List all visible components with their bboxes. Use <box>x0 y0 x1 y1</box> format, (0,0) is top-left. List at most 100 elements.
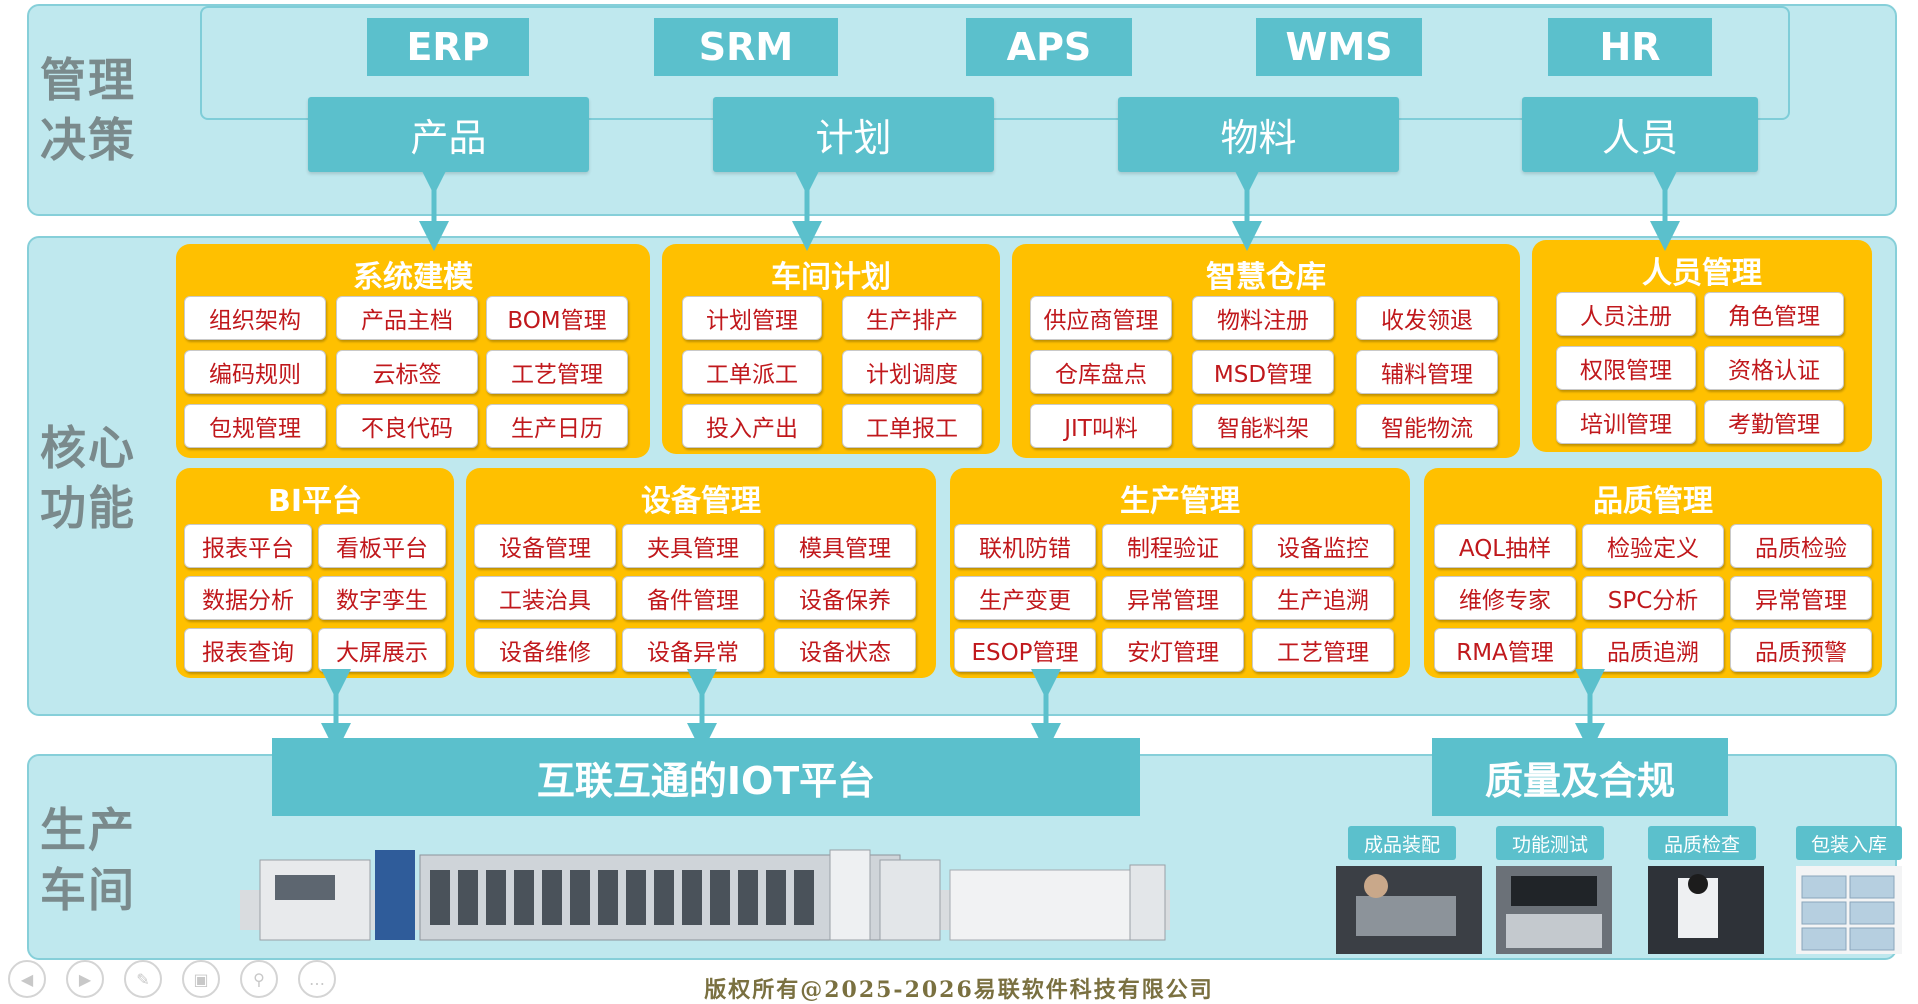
function-item: 包规管理 <box>184 404 326 448</box>
function-item: 资格认证 <box>1704 346 1844 390</box>
function-item: 生产追溯 <box>1252 576 1394 620</box>
station-label-assembly: 成品装配 <box>1348 826 1456 860</box>
function-item: 供应商管理 <box>1030 296 1172 340</box>
module-title: 设备管理 <box>641 484 761 519</box>
inspection-photo <box>1648 866 1764 954</box>
function-item: RMA管理 <box>1434 628 1576 672</box>
function-item: 工艺管理 <box>1252 628 1394 672</box>
slides-icon[interactable]: ▣ <box>182 960 220 998</box>
function-item: 智能料架 <box>1192 404 1334 448</box>
side-label-management: 管理 决策 <box>40 53 136 167</box>
side-label-core: 核心 功能 <box>40 421 136 535</box>
function-item: 物料注册 <box>1192 296 1334 340</box>
function-item: AQL抽样 <box>1434 524 1576 568</box>
function-item: 设备管理 <box>474 524 616 568</box>
prev-icon[interactable]: ◀ <box>8 960 46 998</box>
function-item: 报表查询 <box>184 628 312 672</box>
function-item: 权限管理 <box>1556 346 1696 390</box>
function-item: 仓库盘点 <box>1030 350 1172 394</box>
module-title: 生产管理 <box>1120 484 1240 519</box>
function-item: 生产变更 <box>954 576 1096 620</box>
function-item: 工单派工 <box>682 350 822 394</box>
function-item: 产品主档 <box>336 296 478 340</box>
station-label-inspection: 品质检查 <box>1648 826 1756 860</box>
function-item: 设备维修 <box>474 628 616 672</box>
function-item: 生产日历 <box>486 404 628 448</box>
function-item: 异常管理 <box>1102 576 1244 620</box>
function-item: 品质检验 <box>1730 524 1872 568</box>
function-item: 数据分析 <box>184 576 312 620</box>
function-item: 生产排产 <box>842 296 982 340</box>
function-item: BOM管理 <box>486 296 628 340</box>
zoom-icon[interactable]: ⚲ <box>240 960 278 998</box>
function-item: 云标签 <box>336 350 478 394</box>
function-item: JIT叫料 <box>1030 404 1172 448</box>
module-title: BI平台 <box>267 484 363 519</box>
function-item: 安灯管理 <box>1102 628 1244 672</box>
function-item: 模具管理 <box>774 524 916 568</box>
systems-frame <box>200 6 1790 120</box>
copyright-footer: 版权所有@2025-2026易联软件科技有限公司 <box>704 977 1214 1003</box>
function-item: 异常管理 <box>1730 576 1872 620</box>
function-item: MSD管理 <box>1192 350 1334 394</box>
function-item: 制程验证 <box>1102 524 1244 568</box>
category-plan: 计划 <box>713 97 994 172</box>
pen-icon[interactable]: ✎ <box>124 960 162 998</box>
function-item: 设备监控 <box>1252 524 1394 568</box>
side-label-workshop: 生产 车间 <box>40 803 136 917</box>
function-item: 大屏展示 <box>318 628 446 672</box>
function-item: 投入产出 <box>682 404 822 448</box>
function-item: 辅料管理 <box>1356 350 1498 394</box>
more-icon[interactable]: … <box>298 960 336 998</box>
function-item: 品质预警 <box>1730 628 1872 672</box>
category-material: 物料 <box>1118 97 1399 172</box>
system-erp: ERP <box>367 18 529 76</box>
function-item: 考勤管理 <box>1704 400 1844 444</box>
function-item: 报表平台 <box>184 524 312 568</box>
function-item: 设备异常 <box>622 628 764 672</box>
function-item: ESOP管理 <box>954 628 1096 672</box>
category-product: 产品 <box>308 97 589 172</box>
function-item: 计划调度 <box>842 350 982 394</box>
module-title: 品质管理 <box>1593 484 1713 519</box>
assembly-photo <box>1336 866 1482 954</box>
function-item: 维修专家 <box>1434 576 1576 620</box>
module-personnel-management: 人员管理人员注册角色管理权限管理资格认证培训管理考勤管理 <box>1532 240 1872 452</box>
function-item: 联机防错 <box>954 524 1096 568</box>
module-title: 人员管理 <box>1642 256 1762 291</box>
system-srm: SRM <box>654 18 838 76</box>
function-item: 人员注册 <box>1556 292 1696 336</box>
function-item: 工单报工 <box>842 404 982 448</box>
function-item: 收发领退 <box>1356 296 1498 340</box>
function-item: 计划管理 <box>682 296 822 340</box>
function-item: 组织架构 <box>184 296 326 340</box>
function-item: 角色管理 <box>1704 292 1844 336</box>
module-title: 系统建模 <box>353 260 473 295</box>
function-item: 看板平台 <box>318 524 446 568</box>
function-item: 设备保养 <box>774 576 916 620</box>
function-item: 培训管理 <box>1556 400 1696 444</box>
function-item: 工艺管理 <box>486 350 628 394</box>
station-label-testing: 功能测试 <box>1496 826 1604 860</box>
function-item: 品质追溯 <box>1582 628 1724 672</box>
system-wms: WMS <box>1256 18 1422 76</box>
function-item: 智能物流 <box>1356 404 1498 448</box>
category-personnel: 人员 <box>1522 97 1758 172</box>
module-production-management: 生产管理联机防错制程验证设备监控生产变更异常管理生产追溯 ESOP管理安灯管理工艺… <box>950 468 1410 678</box>
system-hr: HR <box>1548 18 1712 76</box>
module-equipment-management: 设备管理设备管理夹具管理模具管理工装治具备件管理设备保养设备维修设备异常设备状态 <box>466 468 936 678</box>
function-item: SPC分析 <box>1582 576 1724 620</box>
testing-photo <box>1496 866 1612 954</box>
function-item: 数字孪生 <box>318 576 446 620</box>
packing-photo <box>1796 866 1902 954</box>
module-title: 车间计划 <box>771 260 891 295</box>
system-aps: APS <box>966 18 1132 76</box>
module-smart-warehouse: 智慧仓库供应商管理物料注册收发领退仓库盘点 MSD管理辅料管理 JIT叫料智能料架智… <box>1012 244 1520 458</box>
function-item: 编码规则 <box>184 350 326 394</box>
module-title: 智慧仓库 <box>1206 260 1326 295</box>
next-icon[interactable]: ▶ <box>66 960 104 998</box>
function-item: 不良代码 <box>336 404 478 448</box>
